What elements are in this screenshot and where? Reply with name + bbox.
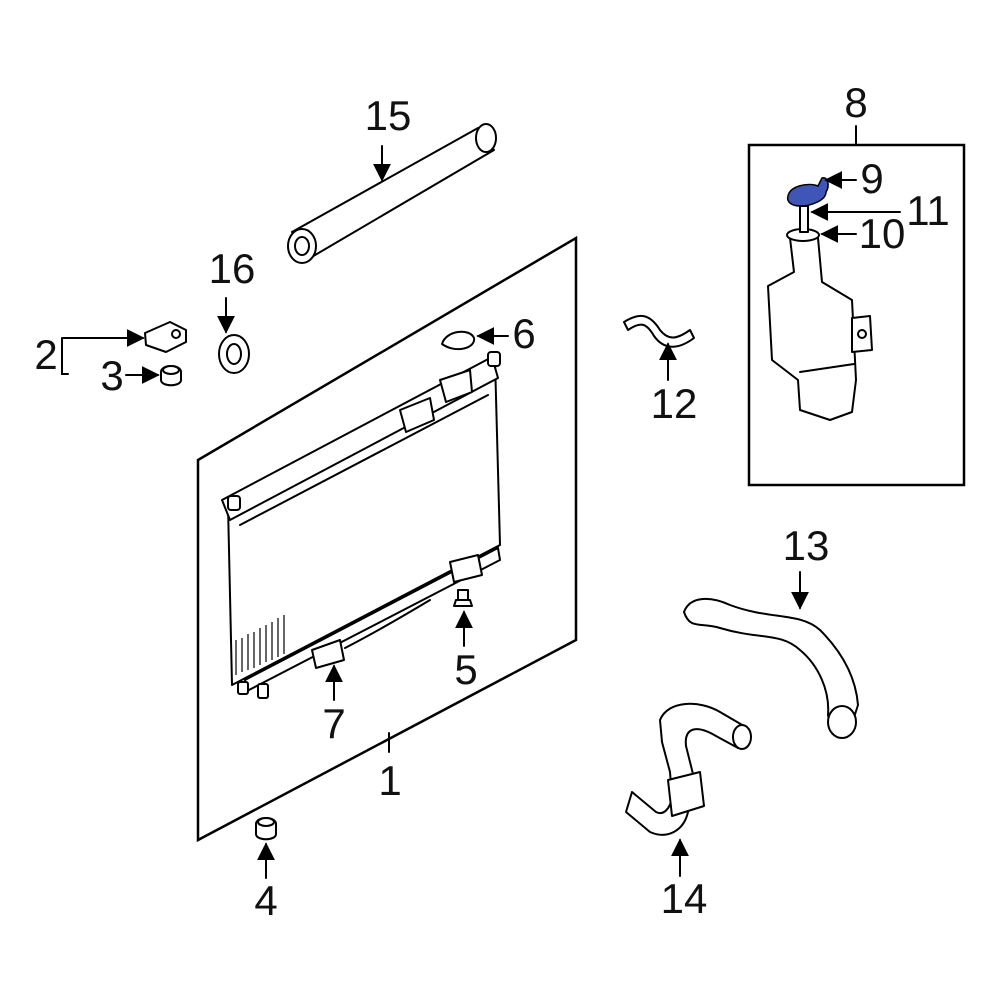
callout-7: 7 [322,700,345,747]
lower-radiator-hose[interactable] [625,702,752,836]
callout-6: 6 [512,310,535,357]
callout-16: 16 [209,245,256,292]
callout-3: 3 [100,352,123,399]
reservoir-stem[interactable] [799,205,809,233]
callout-2: 2 [34,331,57,378]
overflow-hose[interactable] [623,314,695,348]
callout-14: 14 [661,875,708,922]
callout-4: 4 [254,877,277,924]
lower-grommet[interactable] [255,817,277,841]
mount-bracket[interactable] [144,321,187,353]
callout-11: 11 [906,187,950,234]
grommet[interactable] [160,365,182,387]
callout-10: 10 [859,210,906,257]
callout-9: 9 [860,155,883,202]
drain-plug[interactable] [453,589,473,607]
callout-8: 8 [844,79,867,126]
callout-13: 13 [783,522,830,569]
callout-2-bracket [61,337,137,375]
callout-15: 15 [365,92,412,139]
upper-pipe[interactable] [287,123,497,264]
upper-radiator-hose[interactable] [683,598,859,739]
radiator[interactable] [221,351,502,699]
callout-12: 12 [651,380,698,427]
reservoir-cap[interactable] [786,177,829,207]
callout-1: 1 [378,757,401,804]
coolant-reservoir[interactable] [767,237,873,421]
o-ring[interactable] [218,334,250,374]
callout-5: 5 [454,646,477,693]
radiator-cap[interactable] [441,330,476,351]
